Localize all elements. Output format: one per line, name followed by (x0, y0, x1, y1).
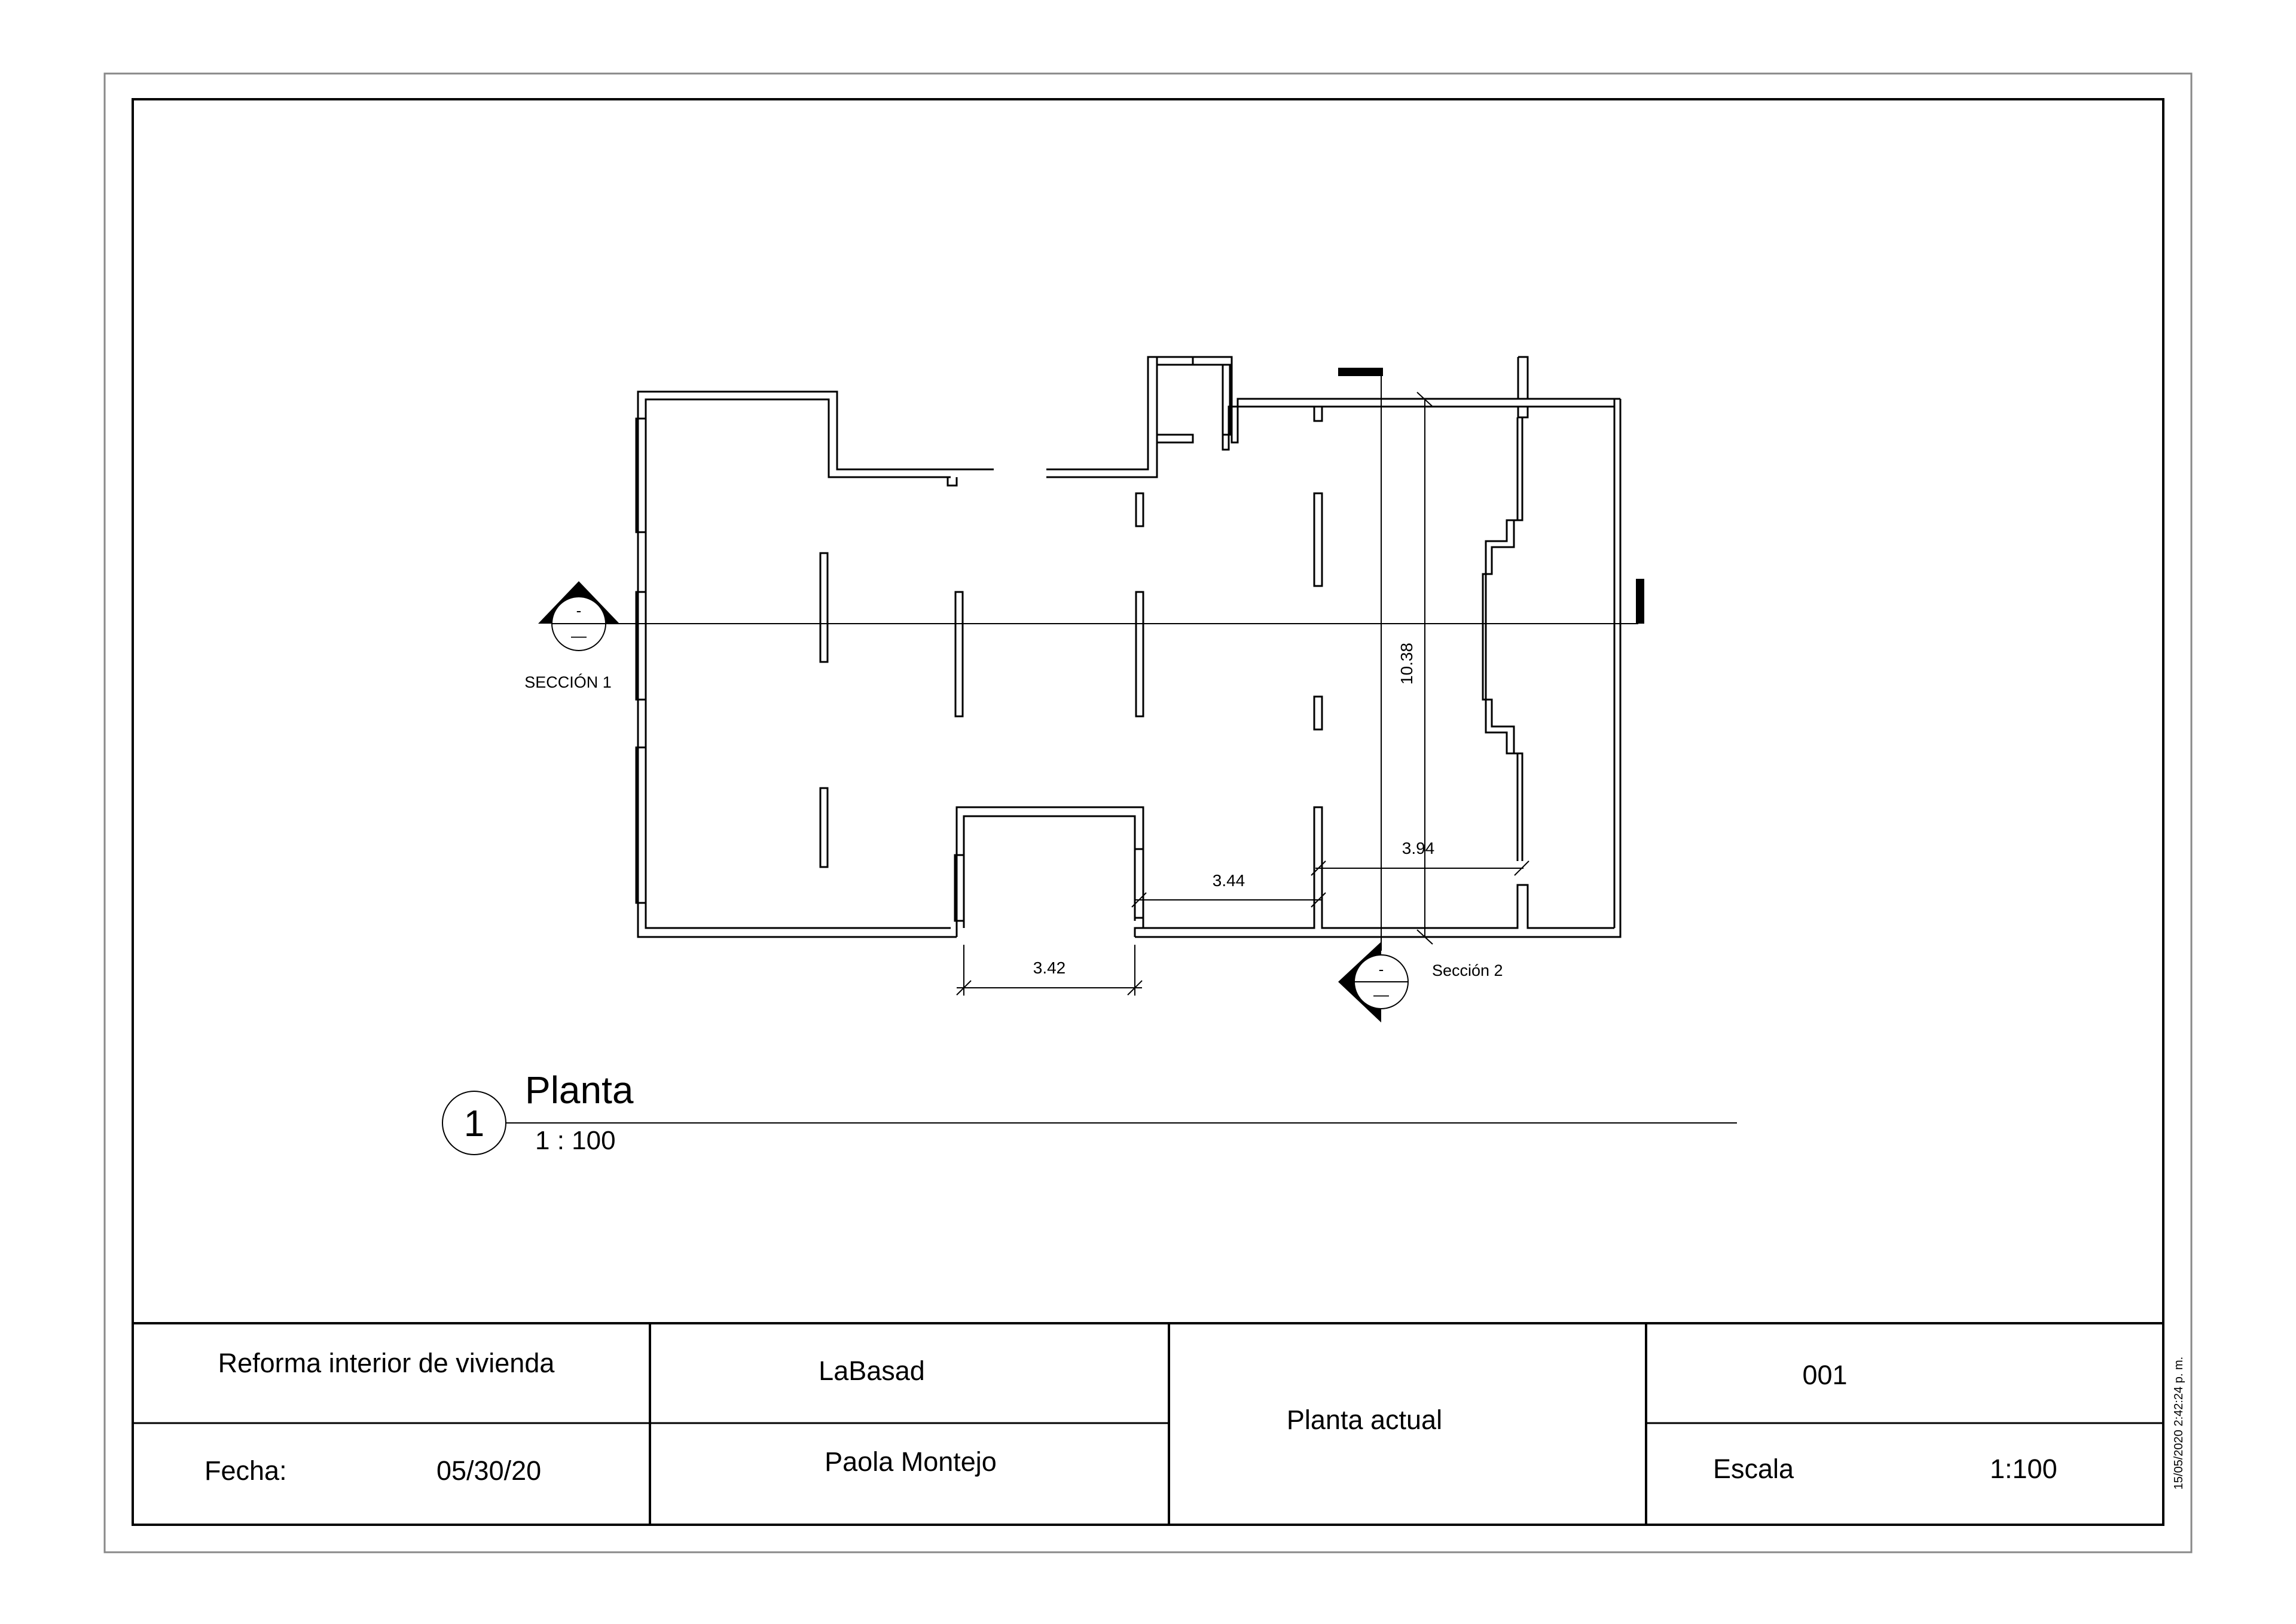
view-scale-text: 1 : 100 (535, 1126, 616, 1155)
dim-1038-tick-top (1416, 392, 1433, 407)
section-1-label: SECCIÓN 1 (524, 673, 612, 691)
pillar-4 (1135, 492, 1144, 527)
view-title: 1 Planta 1 : 100 (442, 1069, 1737, 1155)
section-2-label: Sección 2 (1432, 961, 1503, 979)
date-value: 05/30/20 (436, 1455, 541, 1486)
section-1-end-mark (1636, 579, 1644, 624)
pillar-5 (1135, 591, 1144, 718)
dim-342-tick-right (1127, 980, 1143, 996)
print-stamp: 15/05/2020 2:42:24 p. m. (2172, 1357, 2185, 1489)
partition-right (1482, 417, 1523, 861)
outer-border (103, 72, 2193, 1553)
dim-342-tick-left (956, 980, 972, 996)
author-name: Paola Montejo (825, 1446, 997, 1477)
section-1-marker-top: - (576, 602, 582, 619)
window-left-3 (635, 746, 647, 904)
floor-plan (635, 356, 1622, 938)
project-name: Reforma interior de vivienda (218, 1348, 555, 1378)
wall-left-block-outer (637, 390, 994, 938)
column-top-2 (1517, 356, 1529, 400)
section-1-marker-bottom: — (571, 627, 587, 645)
wall-bay-inner (963, 815, 1136, 928)
scale-label: Escala (1713, 1454, 1794, 1484)
scale-value: 1:100 (1990, 1454, 2057, 1484)
view-number: 1 (464, 1103, 484, 1144)
dim-342-text: 3.42 (1033, 958, 1066, 977)
partition-right-inner (1485, 417, 1519, 861)
dim-394-tick-right (1514, 860, 1529, 876)
dim-344-text: 3.44 (1213, 871, 1245, 890)
wall-top-middle (1046, 356, 1620, 471)
window-bay-right (1134, 848, 1144, 919)
dim-1038-tick-bottom (1416, 929, 1433, 945)
title-block (133, 1322, 2163, 1525)
view-title-text: Planta (525, 1069, 634, 1112)
window-left-2 (635, 591, 647, 701)
section-2-end-mark (1338, 368, 1383, 376)
column-top-1 (1313, 405, 1323, 422)
wall-left-block-inner (645, 398, 951, 929)
section-2-marker-top: - (1379, 960, 1384, 978)
wall-stub-top (947, 477, 958, 487)
dim-1038-text: 10.38 (1397, 643, 1416, 685)
pillar-7 (1313, 695, 1323, 731)
window-left-1 (635, 417, 647, 533)
pillar-3 (954, 591, 964, 718)
window-bay-left (954, 854, 965, 922)
pillar-1 (819, 552, 829, 663)
office-name: LaBasad (819, 1356, 925, 1386)
section-2-marker-bottom: — (1373, 985, 1389, 1003)
sheet-number: 001 (1802, 1360, 1847, 1390)
section-2-symbol: - — Sección 2 (1338, 942, 1503, 1022)
dim-344-tick-right (1311, 892, 1326, 908)
annotation-lines (577, 371, 1638, 996)
pillar-6 (1313, 492, 1323, 587)
drawing-name: Planta actual (1287, 1405, 1442, 1435)
wall-right (1519, 399, 1622, 938)
wall-bay (955, 806, 1144, 937)
shaft-window-bottom (1156, 434, 1194, 444)
dim-344-tick-left (1131, 892, 1147, 908)
section-1-symbol: - — SECCIÓN 1 (524, 581, 619, 691)
date-label: Fecha: (204, 1455, 287, 1486)
shaft-window-side (1222, 364, 1231, 436)
shaft-window-top (1156, 356, 1194, 366)
wall-top-middle-inner (1046, 364, 1614, 478)
drawing-frame (132, 98, 2164, 1526)
column-top-2b (1517, 405, 1529, 419)
dim-394-tick-left (1311, 860, 1326, 876)
dim-394-text: 3.94 (1402, 839, 1435, 857)
pillar-2 (819, 787, 829, 868)
wall-bottom-right-inner (1143, 806, 1614, 929)
